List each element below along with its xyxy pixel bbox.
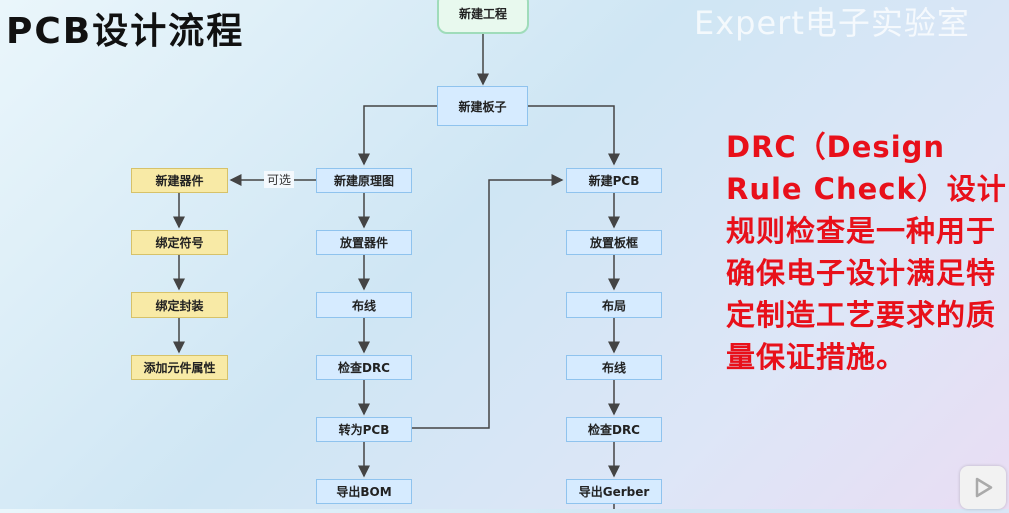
- node-pcb-drc: 检查DRC: [566, 417, 662, 442]
- optional-label: 可选: [264, 171, 295, 188]
- node-place-outline: 放置板框: [566, 230, 662, 255]
- play-button[interactable]: [960, 466, 1006, 509]
- page-title: PCB设计流程: [6, 11, 245, 52]
- node-pcb-wiring: 布线: [566, 355, 662, 380]
- node-layout: 布局: [566, 292, 662, 318]
- node-sch-drc: 检查DRC: [316, 355, 412, 380]
- node-new-pcb: 新建PCB: [566, 168, 662, 193]
- node-new-schematic: 新建原理图: [316, 168, 412, 193]
- node-new-part: 新建器件: [131, 168, 228, 193]
- node-new-board: 新建板子: [437, 86, 528, 126]
- edge: [528, 105, 620, 166]
- edge: [412, 174, 564, 429]
- node-new-project: 新建工程: [437, 0, 529, 34]
- play-icon: [975, 477, 993, 498]
- node-bind-footprint: 绑定封装: [131, 292, 228, 318]
- node-sch-wiring: 布线: [316, 292, 412, 318]
- node-place-parts: 放置器件: [316, 230, 412, 255]
- node-bind-symbol: 绑定符号: [131, 230, 228, 255]
- drc-note: DRC（Design Rule Check）设计规则检查是一种用于确保电子设计满…: [726, 130, 1007, 374]
- node-to-pcb: 转为PCB: [316, 417, 412, 442]
- node-export-gerber: 导出Gerber: [566, 479, 662, 504]
- edge: [358, 105, 437, 166]
- node-export-bom: 导出BOM: [316, 479, 412, 504]
- watermark: Expert电子实验室: [694, 4, 970, 42]
- node-add-attributes: 添加元件属性: [131, 355, 228, 380]
